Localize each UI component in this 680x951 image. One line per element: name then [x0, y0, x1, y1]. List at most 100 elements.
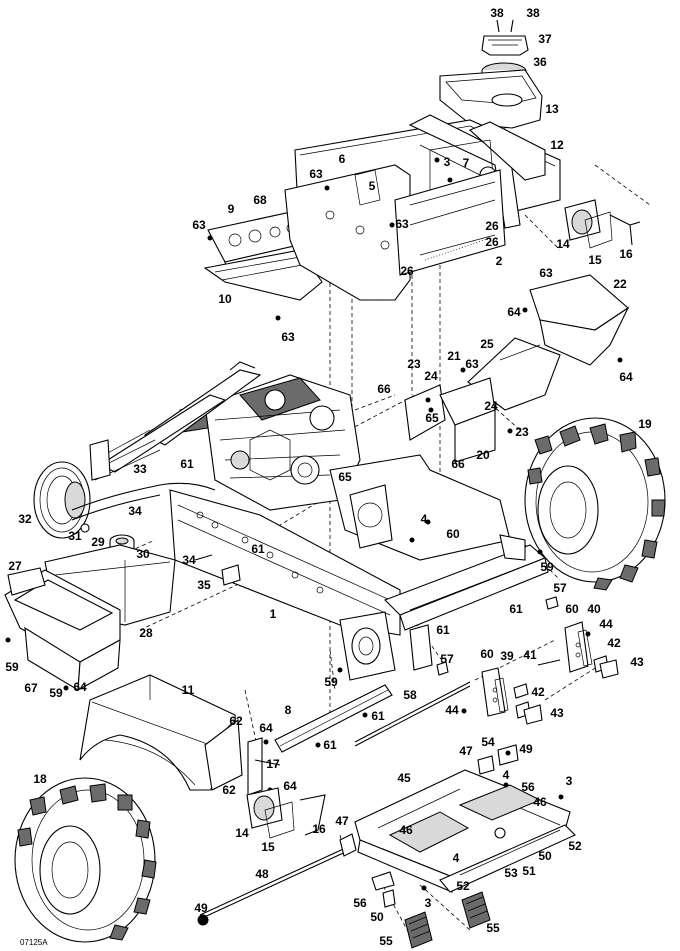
callout-c51: 61: [251, 542, 265, 556]
callout-c35: 65: [425, 411, 439, 425]
callout-c63: 61: [436, 623, 450, 637]
callout-c15: 63: [395, 217, 409, 231]
misc-hardware: [5, 549, 559, 691]
callout-c90: 4: [503, 768, 510, 782]
callout-c83: 64: [259, 721, 273, 735]
pivot-brackets: [461, 621, 619, 725]
callout-c28: 25: [480, 337, 494, 351]
callout-c52: 34: [182, 553, 196, 567]
callout-c111: 49: [194, 901, 208, 915]
callout-c56: 57: [553, 581, 567, 595]
cross-members: [274, 681, 471, 753]
callout-c94: 62: [222, 783, 236, 797]
fuel-tank: [4, 534, 176, 691]
callout-c101: 52: [568, 839, 582, 853]
callout-c16: 26: [485, 219, 499, 233]
callout-c76: 11: [182, 683, 195, 697]
light-bracket-left: [247, 737, 281, 796]
callout-c7: 6: [339, 152, 346, 166]
callout-c103: 50: [538, 849, 552, 863]
callout-c25: 10: [218, 292, 232, 306]
callout-c113: 55: [379, 934, 393, 948]
callout-c50: 30: [136, 547, 150, 561]
callout-c40: 20: [476, 448, 490, 462]
callout-c97: 16: [312, 822, 326, 836]
callout-c64: 42: [607, 636, 621, 650]
callout-c69: 41: [523, 648, 537, 662]
callout-c48: 60: [446, 527, 460, 541]
small-hardware-left: [194, 554, 241, 586]
callout-c27: 63: [281, 330, 295, 344]
callout-c72: 59: [324, 675, 338, 689]
floor-plate: [354, 769, 576, 893]
rear-wheel-left: [14, 777, 157, 943]
callout-c114: 55: [486, 921, 500, 935]
callout-c46: 32: [18, 512, 32, 526]
callout-c30: 63: [465, 357, 479, 371]
callout-c44: 34: [128, 504, 142, 518]
callout-c36: 24: [484, 399, 498, 413]
callout-c75: 64: [73, 680, 87, 694]
callout-c55: 35: [197, 578, 211, 592]
callout-c2: 38: [526, 6, 540, 20]
callout-c67: 60: [480, 647, 494, 661]
callout-c66: 67: [24, 681, 38, 695]
callout-c93: 64: [283, 779, 297, 793]
callout-c18: 14: [556, 237, 570, 251]
callout-c20: 16: [619, 247, 633, 261]
callout-c77: 58: [403, 688, 417, 702]
callout-c37: 19: [638, 417, 652, 431]
callout-c14: 63: [192, 218, 206, 232]
rear-wheel-right: [524, 417, 666, 591]
callout-c21: 2: [496, 254, 503, 268]
callout-c42: 33: [133, 462, 147, 476]
callout-c6: 12: [550, 138, 564, 152]
callout-c107: 48: [255, 867, 269, 881]
callout-c13: 68: [253, 193, 267, 207]
callout-c17: 26: [485, 235, 499, 249]
callout-c43: 65: [338, 470, 352, 484]
brake-linkage: [197, 744, 519, 926]
callout-c82: 62: [229, 714, 243, 728]
main-frame: [98, 369, 549, 681]
callout-c57: 61: [509, 602, 523, 616]
callout-c65: 59: [5, 660, 19, 674]
callout-c53: 27: [8, 559, 22, 573]
callout-c106: 51: [522, 864, 536, 878]
callout-c78: 44: [445, 703, 459, 717]
callout-c12: 9: [228, 202, 235, 216]
callout-c102: 15: [261, 840, 275, 854]
callout-c81: 61: [371, 709, 385, 723]
callout-c109: 56: [353, 896, 367, 910]
callout-c99: 46: [399, 823, 413, 837]
callout-c74: 59: [49, 686, 63, 700]
callout-c58: 60: [565, 602, 579, 616]
battery-bracket: [404, 377, 496, 463]
callout-c91: 3: [566, 774, 573, 788]
tank-cap-assembly: [439, 19, 543, 129]
callout-c112: 50: [370, 910, 384, 924]
callout-c47: 31: [68, 529, 82, 543]
callout-c87: 49: [519, 742, 533, 756]
dash-tower: [284, 164, 506, 301]
callout-c24: 22: [613, 277, 627, 291]
callout-c31: 23: [407, 357, 421, 371]
callout-c34: 66: [377, 382, 391, 396]
tail-light-right: [564, 199, 641, 249]
callout-c4: 36: [533, 55, 547, 69]
tail-light-left: [246, 787, 326, 839]
engine: [179, 361, 361, 511]
callout-c38: 23: [515, 425, 529, 439]
callout-c61: 44: [599, 617, 613, 631]
callout-c41: 61: [180, 457, 194, 471]
callout-c88: 17: [266, 757, 280, 771]
callout-c10: 63: [309, 167, 323, 181]
callout-c80: 8: [285, 703, 292, 717]
pedals: [371, 782, 564, 949]
fasteners: [207, 157, 623, 748]
callout-c5: 13: [545, 102, 559, 116]
callout-c9: 7: [463, 156, 470, 170]
callout-c39: 66: [451, 457, 465, 471]
callout-c32: 24: [424, 369, 438, 383]
